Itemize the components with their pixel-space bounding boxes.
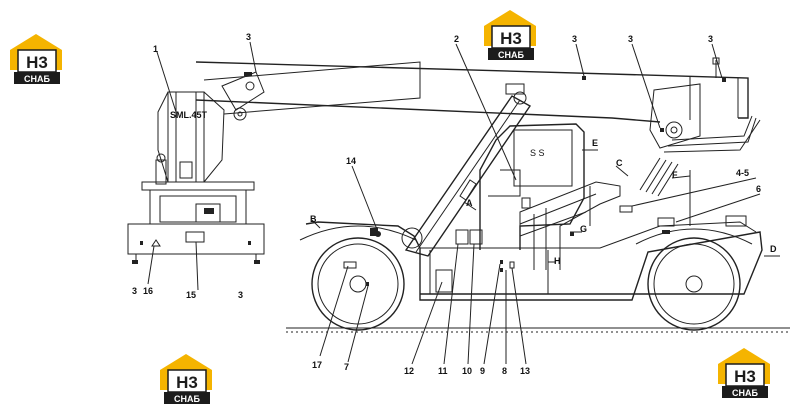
side-panel xyxy=(435,269,453,293)
logo-bottom-right: H3 СНАБ xyxy=(718,348,770,398)
leader-lines xyxy=(147,41,780,365)
callout-7: 7 xyxy=(344,362,349,372)
callout-3: 3 xyxy=(132,286,137,296)
callout-2: 2 xyxy=(454,34,459,44)
callout-15: 15 xyxy=(186,290,196,300)
logo-sub: СНАБ xyxy=(174,394,200,404)
callout-10: 10 xyxy=(462,366,472,376)
lift-cylinder xyxy=(404,95,532,257)
logo-top-left: H3 СНАБ xyxy=(10,34,62,84)
callout-F: F xyxy=(672,170,678,180)
callout-letters: A B C D E F G H xyxy=(310,138,777,266)
callout-9: 9 xyxy=(480,366,485,376)
callout-3: 3 xyxy=(572,34,577,44)
callout-numbers: 1 2 3 3 3 3 3 3 4-5 6 7 8 9 10 11 12 13 … xyxy=(132,32,761,376)
logo-mark: H3 xyxy=(26,53,48,72)
callout-G: G xyxy=(580,224,587,234)
svg-text:S S: S S xyxy=(530,148,545,158)
callout-17: 17 xyxy=(312,360,322,370)
callout-14: 14 xyxy=(346,156,356,166)
callout-6: 6 xyxy=(756,184,761,194)
callout-11: 11 xyxy=(438,366,448,376)
callout-1: 1 xyxy=(153,44,158,54)
callout-E: E xyxy=(592,138,598,148)
callout-H: H xyxy=(554,256,561,266)
logo-bottom-left: H3 СНАБ xyxy=(160,354,212,404)
callout-3: 3 xyxy=(246,32,251,42)
callout-3: 3 xyxy=(238,290,243,300)
logo-top-center: H3 СНАБ xyxy=(484,10,536,60)
callout-3: 3 xyxy=(628,34,633,44)
rear-wheel xyxy=(647,237,741,331)
callout-12: 12 xyxy=(404,366,414,376)
callout-D: D xyxy=(770,244,777,254)
front-view: SML.45T xyxy=(127,61,421,264)
logo-mark: H3 xyxy=(176,373,198,392)
callout-16: 16 xyxy=(143,286,153,296)
callout-4-5: 4-5 xyxy=(736,168,749,178)
boom-bottom xyxy=(195,99,661,123)
callout-B: B xyxy=(310,214,317,224)
logo-mark: H3 xyxy=(734,367,756,386)
callout-C: C xyxy=(616,158,623,168)
side-view: S S xyxy=(195,57,790,333)
callout-A: A xyxy=(466,198,473,208)
logo-sub: СНАБ xyxy=(24,74,50,84)
boom-label: SML.45T xyxy=(170,110,208,120)
logo-sub: СНАБ xyxy=(498,50,524,60)
callout-3: 3 xyxy=(708,34,713,44)
boom-top xyxy=(195,61,749,119)
callout-8: 8 xyxy=(502,366,507,376)
front-wheel xyxy=(311,237,405,331)
logo-mark: H3 xyxy=(500,29,522,48)
callout-13: 13 xyxy=(520,366,530,376)
logo-sub: СНАБ xyxy=(732,388,758,398)
